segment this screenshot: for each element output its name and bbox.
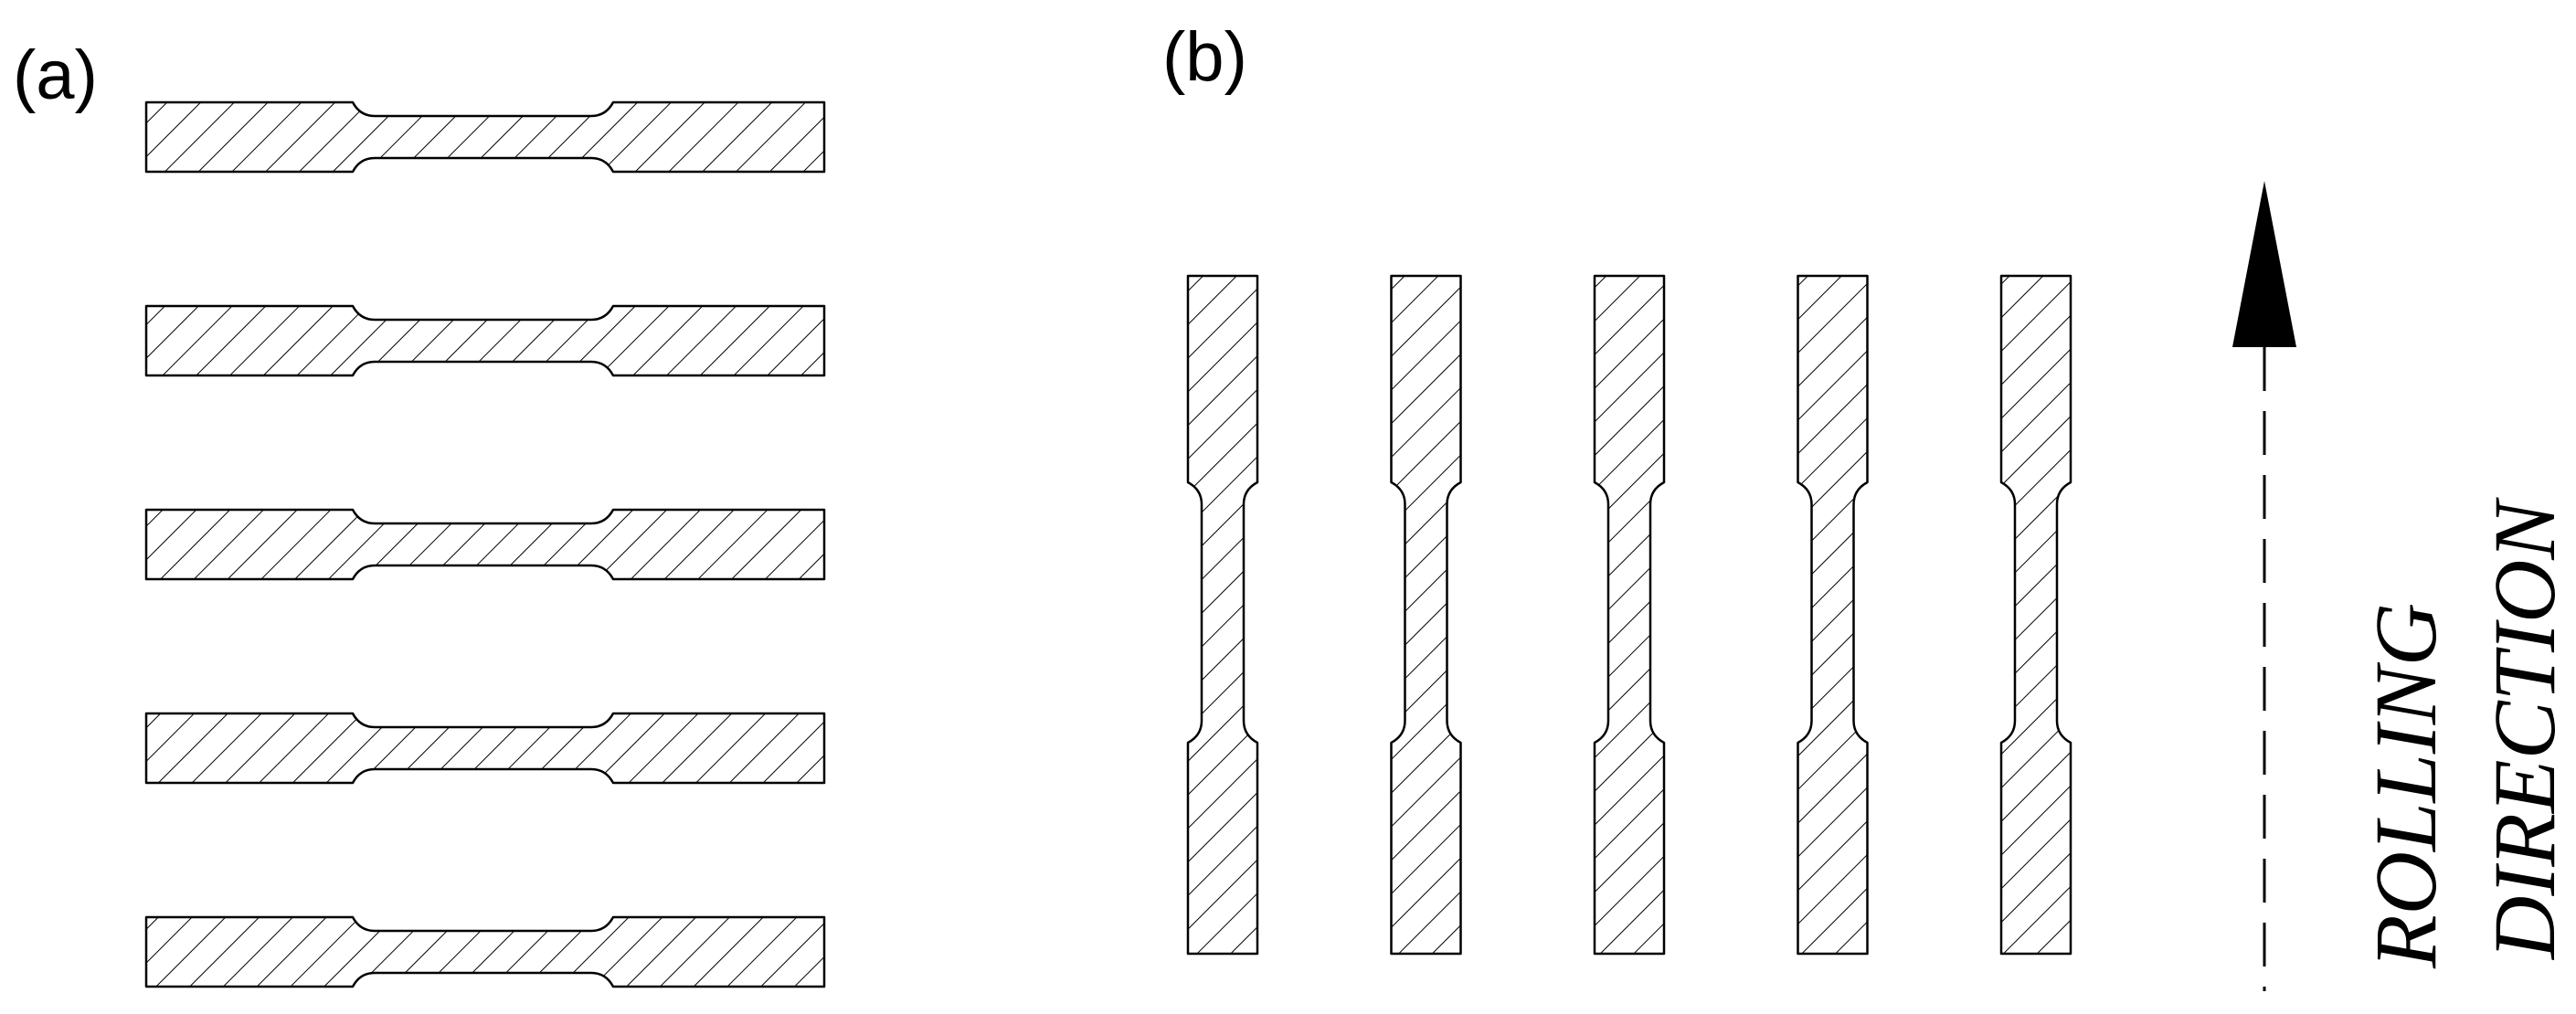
horizontal-specimen bbox=[144, 304, 826, 377]
vertical-specimen bbox=[1390, 274, 1462, 956]
panel-b-specimens bbox=[1186, 274, 2072, 956]
horizontal-specimen bbox=[144, 100, 826, 174]
panel-a-label: (a) bbox=[13, 37, 98, 114]
arrow-head-icon bbox=[2232, 181, 2296, 347]
vertical-specimen bbox=[1186, 274, 1259, 956]
panel-b: (b) bbox=[1162, 18, 2072, 956]
vertical-specimen bbox=[1797, 274, 1869, 956]
horizontal-specimen bbox=[144, 915, 826, 988]
rolling-direction-label-line1: ROLLING bbox=[2357, 603, 2454, 969]
rolling-direction-indicator: ROLLING DIRECTION bbox=[2232, 181, 2573, 991]
panel-a: (a) bbox=[13, 37, 826, 988]
panel-b-label: (b) bbox=[1162, 18, 1247, 96]
horizontal-specimen bbox=[144, 508, 826, 581]
rolling-direction-label-line2: DIRECTION bbox=[2475, 497, 2573, 961]
vertical-specimen bbox=[1593, 274, 1666, 956]
panel-a-specimens bbox=[144, 100, 826, 988]
horizontal-specimen bbox=[144, 712, 826, 785]
vertical-specimen bbox=[1999, 274, 2072, 956]
